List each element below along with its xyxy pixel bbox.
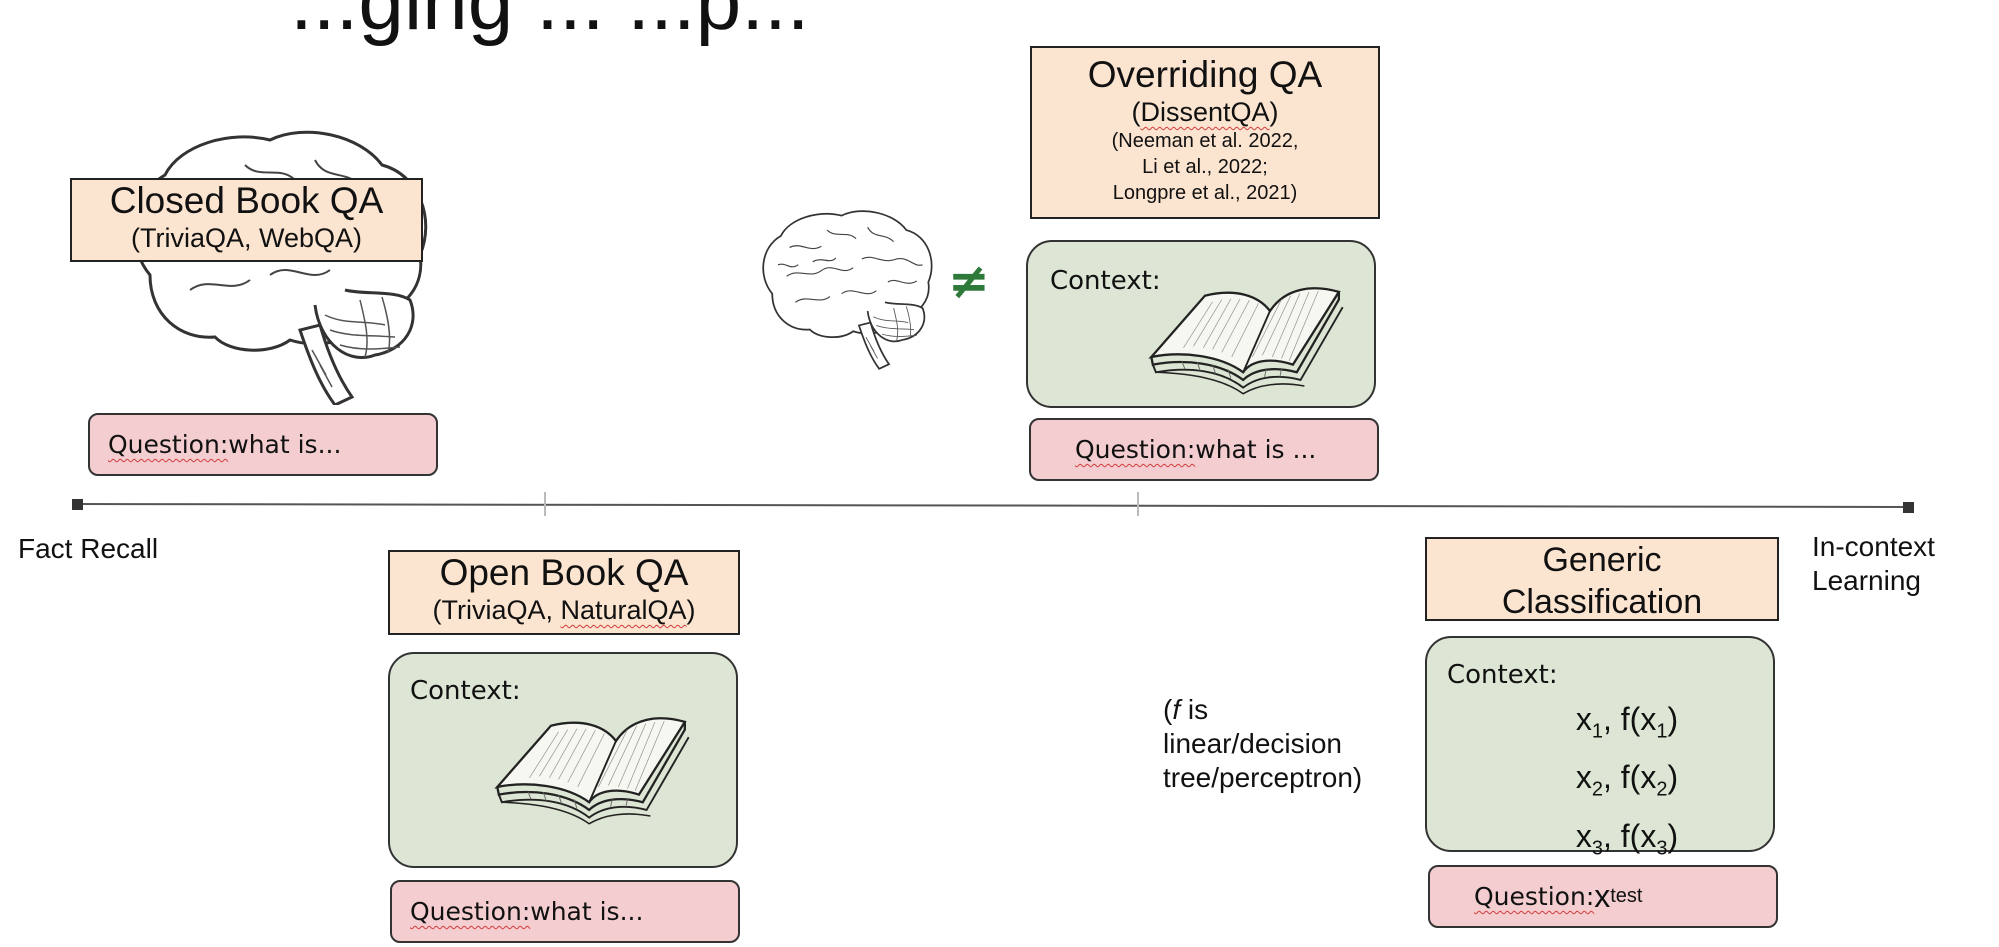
overriding-datasets: (DissentQA) bbox=[1131, 97, 1279, 127]
open-book-title-box: Open Book QA (TriviaQA, NaturalQA) bbox=[388, 550, 740, 635]
axis-left-label: Fact Recall bbox=[18, 533, 159, 564]
book-icon bbox=[1150, 287, 1344, 395]
open-book-context-box: Context: bbox=[388, 652, 738, 868]
axis-right-label-line2: Learning bbox=[1812, 565, 1921, 596]
question-prefix: Question: bbox=[410, 897, 531, 926]
overriding-cite-2: Li et al., 2022; bbox=[1142, 156, 1268, 178]
question-x: x bbox=[1594, 878, 1611, 914]
overriding-cite-3: Longpre et al., 2021) bbox=[1112, 182, 1298, 204]
overriding-question-box: Question: what is ... bbox=[1029, 418, 1379, 481]
question-prefix: Question: bbox=[108, 430, 229, 459]
classification-title-line2: Classification bbox=[1501, 583, 1703, 621]
closed-book-question-box: Question: what is... bbox=[88, 413, 438, 476]
example-row-1: x1, f(x1) bbox=[1575, 701, 1679, 743]
question-prefix: Question: bbox=[1474, 882, 1595, 911]
overriding-title-box: Overriding QA (DissentQA) (Neeman et al.… bbox=[1030, 46, 1380, 219]
overriding-cite-1: (Neeman et al. 2022, bbox=[1111, 130, 1299, 152]
context-label: Context: bbox=[1447, 660, 1558, 690]
classification-title-box: Generic Classification bbox=[1425, 537, 1779, 621]
example-row-2: x2, f(x2) bbox=[1575, 759, 1679, 801]
classification-context-box: Context: x1, f(x1) x2, f(x2) x3, f(x3) bbox=[1425, 636, 1775, 859]
not-equal-icon: ≠ bbox=[948, 252, 990, 310]
closed-book-datasets: (TriviaQA, WebQA) bbox=[130, 223, 363, 253]
context-label: Context: bbox=[1050, 266, 1161, 296]
axis-start-marker bbox=[72, 499, 83, 510]
context-label: Context: bbox=[410, 676, 521, 706]
page-title-text: ...ging ... ...p... bbox=[290, 0, 810, 47]
axis-end-marker bbox=[1903, 502, 1914, 513]
closed-book-title-box: Closed Book QA (TriviaQA, WebQA) bbox=[70, 178, 423, 262]
book-icon bbox=[496, 717, 690, 825]
overriding-context-box: Context: bbox=[1026, 240, 1376, 408]
example-row-3: x3, f(x3) bbox=[1575, 817, 1679, 860]
open-book-question-box: Question: what is... bbox=[390, 880, 740, 943]
overriding-title: Overriding QA bbox=[1087, 54, 1323, 95]
open-book-title: Open Book QA bbox=[439, 552, 689, 593]
open-book-datasets: (TriviaQA, NaturalQA) bbox=[432, 595, 696, 625]
question-text: what is ... bbox=[1195, 435, 1317, 464]
question-text: what is... bbox=[530, 897, 644, 926]
closed-book-title: Closed Book QA bbox=[109, 180, 384, 221]
classification-title-line1: Generic bbox=[1542, 541, 1662, 579]
brain-small-icon bbox=[762, 210, 933, 370]
question-x-sub: test bbox=[1610, 885, 1643, 907]
function-note: (f is linear/decision tree/perceptron) bbox=[1163, 694, 1363, 793]
question-text: what is... bbox=[228, 430, 342, 459]
axis-right-label: In-context Learning bbox=[1812, 530, 1935, 598]
axis-right-label-line1: In-context bbox=[1812, 531, 1935, 562]
page-title: ...ging ... ...p... bbox=[0, 0, 1999, 52]
question-prefix: Question: bbox=[1075, 435, 1196, 464]
classification-examples: x1, f(x1) x2, f(x2) x3, f(x3) bbox=[1517, 696, 1737, 871]
axis-line bbox=[77, 503, 1909, 508]
